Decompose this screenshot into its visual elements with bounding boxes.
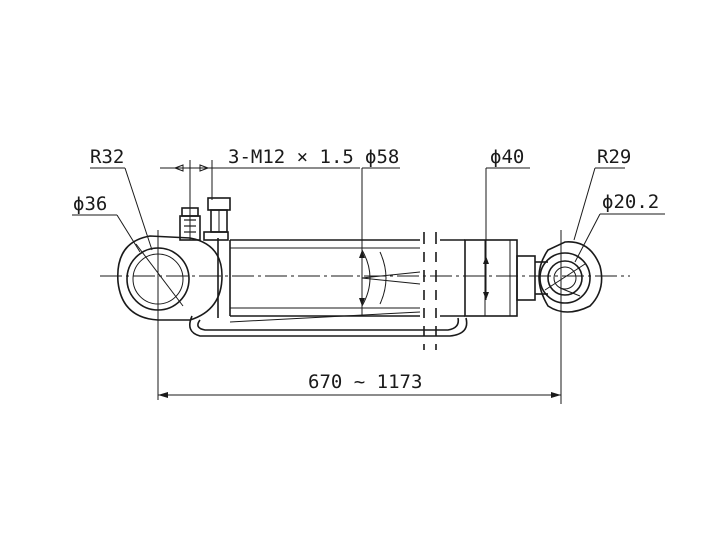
- break-marks: [423, 232, 437, 350]
- bore-left-label: ϕ36: [73, 193, 107, 215]
- left-eye-mount: [117, 230, 223, 400]
- barrel-diameter-label: ϕ58: [365, 146, 399, 168]
- rod-section: [440, 239, 548, 317]
- overall-length-label: 670 ~ 1173: [308, 371, 422, 393]
- radius-left-label: R32: [90, 146, 124, 168]
- external-pipe: [189, 311, 468, 337]
- cylinder-barrel: [217, 238, 421, 318]
- port-fittings: [179, 197, 231, 241]
- right-eye-mount: [538, 230, 603, 404]
- thread-label: 3-M12 × 1.5: [228, 146, 354, 168]
- rod-diameter-label: ϕ40: [490, 146, 524, 168]
- dimension-lines: [72, 160, 665, 398]
- radius-right-label: R29: [597, 146, 631, 168]
- bore-right-label: ϕ20.2: [602, 191, 659, 213]
